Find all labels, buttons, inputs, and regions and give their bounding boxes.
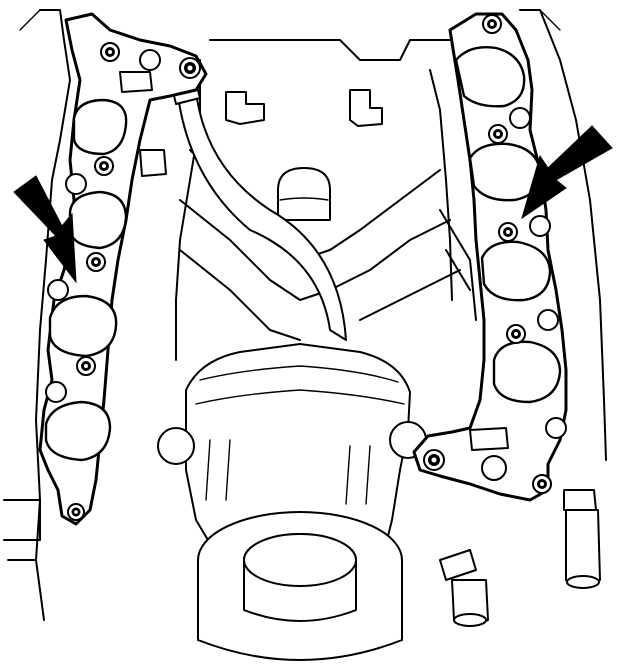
left-gasket-port-4 xyxy=(44,400,112,462)
right-gasket-port-4 xyxy=(492,340,562,404)
pointer-arrow-icon xyxy=(521,125,613,220)
right-gasket-arrow xyxy=(521,125,613,220)
right-gasket-bolt-holes xyxy=(423,14,552,494)
left-gasket-bolt-holes xyxy=(67,42,201,521)
left-gasket-arrow xyxy=(13,175,77,284)
front-cover xyxy=(157,343,427,661)
left-gasket-port-1 xyxy=(72,98,128,156)
right-gasket-port-3 xyxy=(480,240,552,302)
left-gasket-port-2 xyxy=(68,190,128,250)
pointer-arrow-icon xyxy=(13,175,77,284)
left-intake-gasket xyxy=(38,12,208,526)
right-intake-gasket xyxy=(412,12,568,502)
left-gasket-port-3 xyxy=(48,294,118,358)
bottom-right-bolts xyxy=(439,489,601,627)
right-gasket-port-1 xyxy=(454,46,526,108)
